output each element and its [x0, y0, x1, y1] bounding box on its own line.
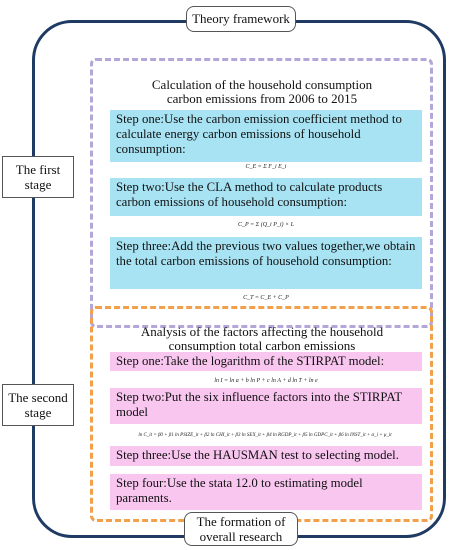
stage1-container — [90, 58, 433, 328]
stage1-title: Calculation of the household consumption… — [151, 77, 373, 106]
stage2-step-one: Step one:Take the logarithm of the STIRP… — [110, 352, 422, 371]
stage2-step-four: Step four:Use the stata 12.0 to estimati… — [110, 474, 422, 510]
theory-framework-title: Theory framework — [192, 11, 290, 26]
second-stage-label: The second stage — [2, 384, 74, 426]
stage2-step-three: Step three:Use the HAUSMAN test to selec… — [110, 446, 422, 466]
stage2-formula-log: ln I = ln a + b ln P + c ln A + d ln T +… — [214, 378, 318, 384]
stage2-formula-stirpat: ln C_it = β0 + β1 ln PSIZE_it + β2 ln CH… — [138, 433, 392, 438]
overall-research-box: The formation of overall research — [184, 512, 298, 546]
stage1-formula-total: C_T = C_E + C_P — [243, 295, 289, 301]
stage1-step-three: Step three:Add the previous two values t… — [110, 237, 422, 289]
stage1-step-two: Step two:Use the CLA method to calculate… — [110, 178, 422, 216]
theory-framework-box: Theory framework — [186, 6, 296, 32]
stage1-step-one: Step one:Use the carbon emission coeffic… — [110, 110, 422, 162]
stage1-formula-products: C_P = Σ (Q_i P_i) × L — [238, 222, 294, 228]
stage1-formula-energy: C_E = Σ F_i E_i — [245, 164, 287, 170]
first-stage-label: The first stage — [2, 156, 74, 198]
stage2-step-two: Step two:Put the six influence factors i… — [110, 388, 422, 424]
stage2-title: Analysis of the factors affecting the ho… — [140, 324, 384, 353]
